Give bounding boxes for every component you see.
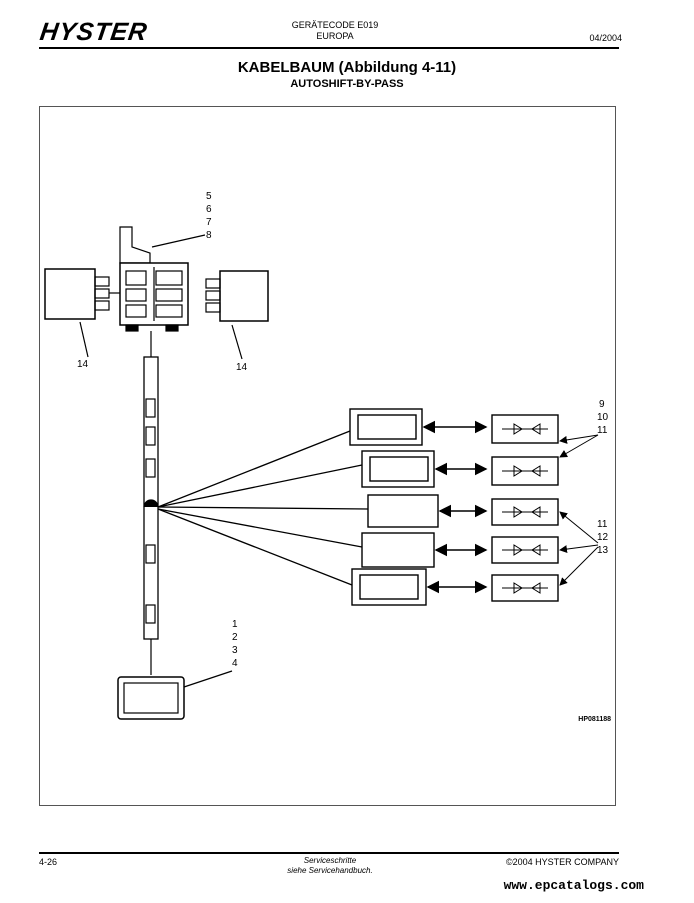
equipment-code-line1: GERÄTECODE E019 [291,20,379,30]
callout-7: 7 [206,217,212,228]
footer-rule [39,852,619,854]
equipment-code-line2: EUROPA [316,31,354,41]
callout-3: 3 [232,645,238,656]
callout-4: 4 [232,658,238,669]
page-title: KABELBAUM (Abbildung 4-11) [237,59,457,76]
harness-drawing [44,226,599,720]
harness-trunk [143,331,159,675]
callout-11-bottom: 11 [597,519,608,530]
callout-2: 2 [232,632,238,643]
service-note-line1: Serviceschritte [303,856,357,865]
service-note: Serviceschritte siehe Servicehandbuch. [230,856,430,876]
figure-code: HP081188 [578,716,611,723]
callout-13: 13 [597,545,609,556]
hyster-logo: HYSTER [38,18,150,46]
connector-housings [349,408,439,606]
page-number: 4-26 [39,857,58,867]
equipment-code: GERÄTECODE E019 EUROPA [260,20,410,42]
diode-modules [491,414,559,602]
callout-1: 1 [232,619,238,630]
document-date: 04/2004 [589,33,622,43]
callout-14-right: 14 [236,362,248,373]
callout-6: 6 [206,204,212,215]
callout-12: 12 [597,532,609,543]
leader-lines-right [559,434,599,586]
service-note-line2: siehe Servicehandbuch. [287,866,373,875]
relay-left [44,268,120,358]
header-rule [39,47,619,49]
branch-wires [157,430,369,586]
page-subtitle: AUTOSHIFT-BY-PASS [290,78,404,90]
bottom-plug [117,670,233,720]
callout-10: 10 [597,412,609,423]
callout-5: 5 [206,191,212,202]
callout-14-left: 14 [77,359,89,370]
watermark-link[interactable]: www.epcatalogs.com [503,878,644,893]
mating-arrows [422,420,488,594]
callout-8: 8 [206,230,212,241]
wiring-harness-figure: 5 6 7 8 14 14 9 10 11 11 12 13 1 2 3 4 H… [39,106,616,806]
relay-right [205,270,269,360]
callout-11-top: 11 [597,425,608,436]
copyright: ©2004 HYSTER COMPANY [506,857,619,867]
callout-9: 9 [599,399,605,410]
relay-fuse-block [119,226,206,332]
